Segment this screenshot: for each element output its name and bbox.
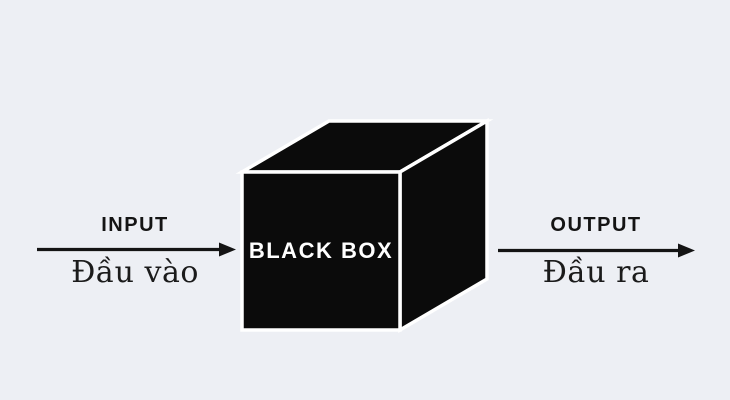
input-sublabel: Đầu vào bbox=[71, 255, 199, 290]
output-arrow bbox=[498, 243, 695, 258]
output-label: OUTPUT bbox=[550, 214, 642, 236]
output-arrowhead-icon bbox=[678, 243, 695, 258]
cube-front-face bbox=[240, 170, 402, 332]
output-sublabel: Đầu ra bbox=[542, 255, 650, 290]
input-label: INPUT bbox=[101, 214, 169, 236]
black-box-label: BLACK BOX bbox=[248, 238, 394, 263]
input-arrowhead-icon bbox=[219, 242, 236, 257]
input-arrow bbox=[37, 242, 236, 257]
black-box-cube bbox=[235, 117, 494, 334]
